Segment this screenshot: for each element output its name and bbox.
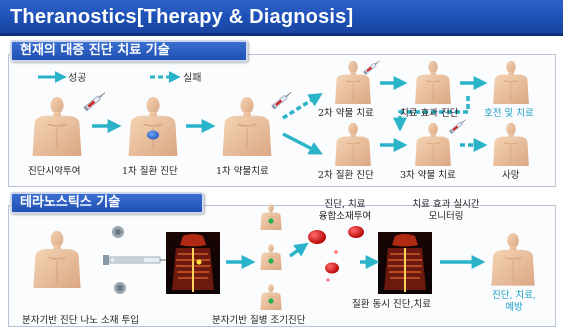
early-diagnosis-group [260, 204, 281, 310]
biomarker-icon [268, 298, 273, 303]
syringe-icon [271, 90, 292, 109]
nanoprobe-icon [112, 226, 124, 238]
patient-figure-probe [33, 231, 80, 288]
patient-figure-result [491, 233, 534, 285]
particle-dot [334, 250, 338, 254]
step-label-outcome: 호전 및 치료 [484, 105, 534, 119]
step-label: 3차 약물 치료 [400, 167, 456, 181]
step-label: 진단, 치료 융합소재투여 [302, 199, 388, 223]
step-label: 1차 질환 진단 [122, 163, 178, 177]
legend-success-label: 성공 [68, 72, 86, 84]
xray-scan-image [378, 232, 432, 294]
step-label: 1차 약물치료 [216, 163, 269, 177]
step-label: 치료 효과 진단 [400, 105, 458, 119]
legend-failure-label: 실패 [183, 72, 201, 84]
nanoparticle-icon [325, 263, 339, 274]
xray-scan-image [166, 232, 220, 294]
patient-figure-4b [335, 123, 371, 166]
lesion-icon [147, 131, 159, 140]
step-label: 분자기반 질병 조기진단 [212, 312, 305, 326]
nanoprobe-icon [114, 282, 126, 294]
step-label: 치료 효과 실시간 모니터링 [394, 199, 498, 223]
patient-figure-early [260, 204, 281, 230]
step-label: 질환 동시 진단,치료 [352, 296, 431, 310]
syringe-icon [83, 91, 106, 112]
particle-dot [326, 278, 329, 281]
legend-failure: 실패 [150, 72, 201, 84]
legend-success: 성공 [38, 72, 86, 84]
syringe-icon [363, 59, 381, 75]
patient-figure-5b [415, 123, 451, 166]
arrow-solid [290, 246, 304, 256]
biomarker-icon [268, 218, 273, 223]
biomarker-icon [268, 258, 273, 263]
step-label: 2차 약물 치료 [318, 105, 374, 119]
nanoparticle-icon [348, 226, 364, 238]
step-label: 2차 질환 진단 [318, 167, 374, 181]
step-label-outcome: 진단, 치료, 예방 [484, 290, 544, 314]
arrow-dashed [283, 96, 318, 118]
nanoparticle-icon [308, 230, 326, 244]
patient-figure-5a [415, 61, 451, 104]
step-label: 분자기반 진단 나노 소재 투입 [22, 312, 139, 326]
patient-figure-6a [493, 61, 529, 104]
patient-figure-early [260, 284, 281, 310]
step-label: 진단시약투여 [28, 163, 80, 177]
patient-figure-1 [33, 97, 82, 156]
arrow-solid [283, 134, 318, 152]
patient-figure-2 [129, 97, 178, 156]
patient-figure-early [260, 244, 281, 270]
patient-figure-4a [335, 61, 371, 104]
syringe-icon [449, 118, 467, 134]
patient-figure-3 [223, 97, 272, 156]
patient-figure-6b [493, 123, 529, 166]
syringe-icon [103, 255, 172, 265]
step-label: 사망 [502, 167, 519, 181]
